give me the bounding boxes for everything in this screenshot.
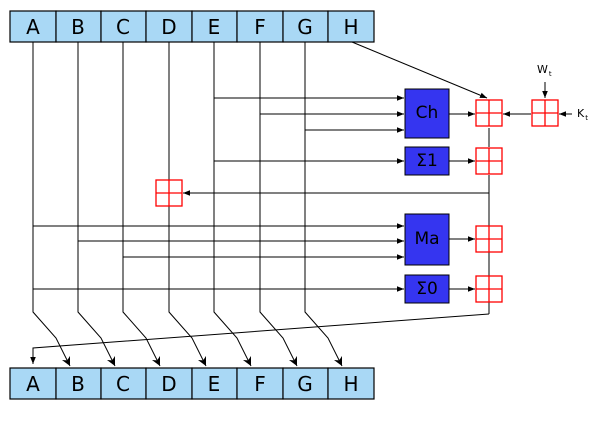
- ma-label: Ma: [414, 229, 439, 249]
- register-bottom-e-label: E: [208, 372, 221, 396]
- ch-label: Ch: [416, 103, 439, 123]
- register-bottom-g: G: [282, 367, 329, 400]
- register-top-h-label: H: [343, 15, 358, 39]
- register-bottom-d-label: D: [161, 372, 176, 396]
- wt-letter: W: [537, 63, 548, 76]
- adder-d: [155, 179, 183, 207]
- register-bottom-a: A: [9, 367, 57, 400]
- ch-box: Ch: [404, 88, 450, 139]
- adder-ma: [475, 225, 503, 253]
- register-top-a-label: A: [26, 15, 40, 39]
- wt-subscript: t: [549, 70, 552, 78]
- wire-g-to-h: [304, 42, 343, 367]
- register-bottom-h-label: H: [343, 372, 358, 396]
- wire-b-to-c: [77, 42, 116, 367]
- register-bottom-d: D: [145, 367, 193, 400]
- register-top-f: F: [236, 10, 284, 43]
- register-bottom-b-label: B: [71, 372, 85, 396]
- register-bottom-h: H: [327, 367, 375, 400]
- adder-sigma1: [475, 147, 503, 175]
- ch-input-wires: [214, 95, 404, 133]
- register-top-f-label: F: [254, 15, 266, 39]
- ma-input-wires: [33, 223, 404, 260]
- register-row-top: A B C D E F G H: [9, 10, 375, 43]
- register-bottom-g-label: G: [297, 372, 313, 396]
- adder-sigma0: [475, 275, 503, 303]
- register-bottom-c: C: [100, 367, 147, 400]
- register-top-c-label: C: [116, 15, 130, 39]
- register-top-c: C: [100, 10, 147, 43]
- wire-e-to-f: [213, 42, 252, 367]
- sigma0-box: Σ0: [404, 274, 450, 304]
- kt-subscript: t: [585, 114, 588, 122]
- wire-d-to-e: [168, 42, 207, 367]
- shift-wires: [32, 42, 343, 367]
- register-top-b: B: [55, 10, 102, 43]
- register-bottom-a-label: A: [26, 372, 40, 396]
- function-output-wires: [449, 111, 475, 292]
- kt-letter: K: [577, 107, 585, 120]
- wt-label: Wt: [537, 63, 552, 78]
- register-bottom-b: B: [55, 367, 102, 400]
- wire-f-to-g: [259, 42, 298, 367]
- wire-feedback-to-a: [30, 313, 490, 364]
- ma-box: Ma: [404, 213, 450, 266]
- register-top-g: G: [282, 10, 329, 43]
- register-top-h: H: [327, 10, 375, 43]
- wire-a-to-b: [32, 42, 71, 367]
- register-top-e: E: [191, 10, 238, 43]
- register-row-bottom: A B C D E F G H: [9, 367, 375, 400]
- register-top-a: A: [9, 10, 57, 43]
- adder-wk: [531, 99, 559, 127]
- register-top-d: D: [145, 10, 193, 43]
- sigma0-label: Σ0: [416, 279, 438, 299]
- register-top-b-label: B: [71, 15, 85, 39]
- kt-label: Kt: [577, 107, 588, 122]
- wire-h-to-adder: [351, 41, 488, 99]
- wire-c-to-d: [122, 42, 161, 367]
- register-bottom-f: F: [236, 367, 284, 400]
- sigma1-label: Σ1: [416, 151, 438, 171]
- register-bottom-e: E: [191, 367, 238, 400]
- register-top-d-label: D: [161, 15, 176, 39]
- register-bottom-c-label: C: [116, 372, 130, 396]
- register-bottom-f-label: F: [254, 372, 266, 396]
- register-top-e-label: E: [208, 15, 221, 39]
- adder-main: [475, 99, 503, 127]
- register-top-g-label: G: [297, 15, 313, 39]
- sigma1-box: Σ1: [404, 146, 450, 176]
